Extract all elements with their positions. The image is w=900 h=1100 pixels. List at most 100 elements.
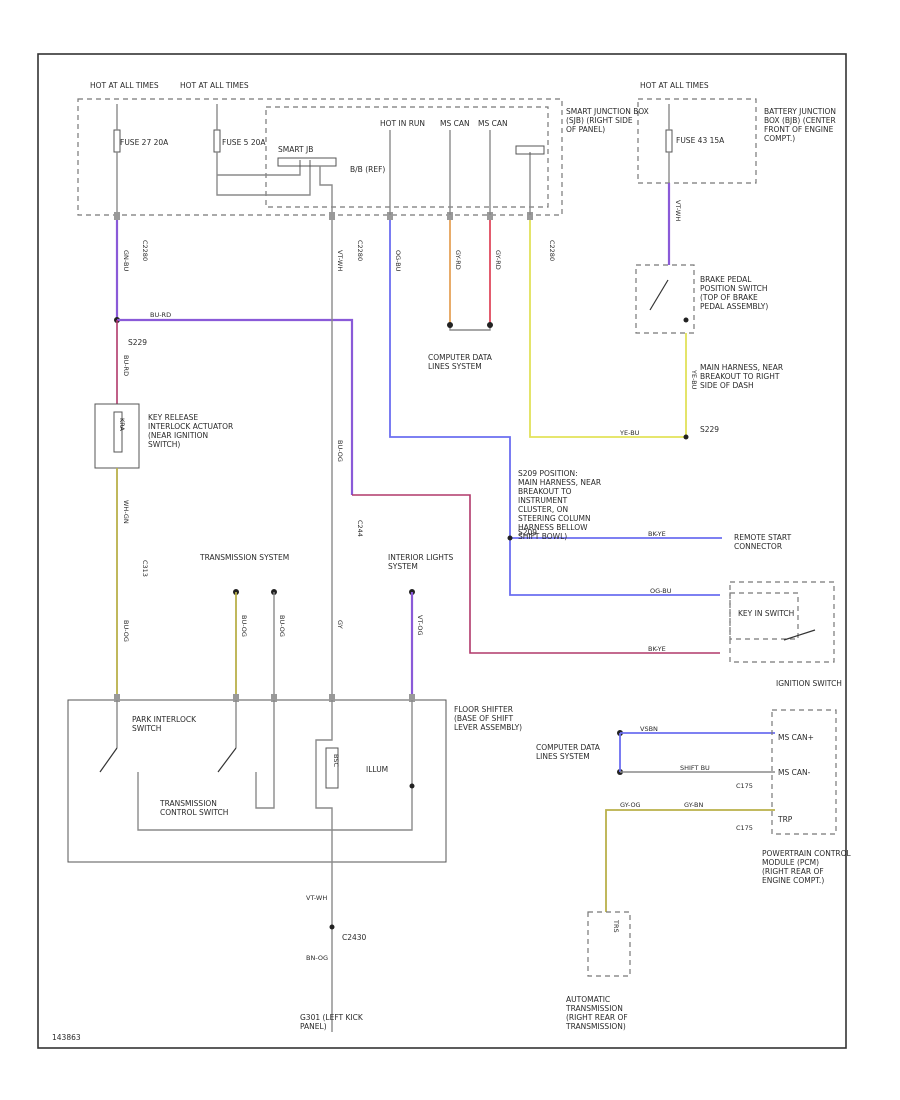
fuse-5-label: FUSE 5 20A xyxy=(222,138,266,147)
kra-code: KRA xyxy=(118,418,126,432)
fuse-43-symbol xyxy=(665,129,673,153)
wire-label-gy-rd-2: GY-RD xyxy=(494,250,502,270)
wire-label-bu-og-4: BU-OG xyxy=(278,615,286,637)
wire-label-gy-rd: GY-RD xyxy=(454,250,462,270)
trs-code: TRS xyxy=(612,919,620,933)
ignition-switch-label: IGNITION SWITCH xyxy=(776,679,842,688)
key-in-switch-enclosure xyxy=(729,592,799,640)
sjb-module-enclosure xyxy=(265,106,549,208)
wire-label-gn-bu: GN-BU xyxy=(122,250,130,271)
wire-label-og-bu-2: OG-BU xyxy=(650,587,672,595)
key-release-coil xyxy=(113,411,123,453)
ignition-switch-enclosure xyxy=(729,581,835,663)
conn-c244: C244 xyxy=(356,520,364,537)
bjb-enclosure xyxy=(637,98,757,184)
s209-tag: S209 xyxy=(518,528,537,537)
auto-trans-enclosure xyxy=(587,911,631,977)
bjb-hot-label: HOT AT ALL TIMES xyxy=(640,81,709,90)
wire-sjb-ref-out xyxy=(319,166,333,215)
wire-trs xyxy=(605,809,775,912)
wire-label-ye-bu: YE-BU xyxy=(690,369,698,390)
wire-label-ye-bu-2: YE-BU xyxy=(619,429,640,437)
wire-label-wh-gn: WH-GN xyxy=(122,500,130,524)
illum-dot xyxy=(409,783,415,789)
wire-og-bu xyxy=(389,220,720,596)
conn-c2280-2: C2280 xyxy=(356,240,364,261)
wire-bu-rd-key-in xyxy=(352,494,720,654)
splice-s209-dot xyxy=(507,535,513,541)
wire-label-gy-og: GY-OG xyxy=(620,801,641,809)
hot-in-run-label: HOT IN RUN xyxy=(380,119,425,128)
pcm-conn-c175: C175 xyxy=(736,782,753,790)
tcs-contact xyxy=(217,747,237,773)
fuse-43-label: FUSE 43 15A xyxy=(676,136,725,145)
can-dot-2 xyxy=(487,322,493,328)
conn-c2280-3: C2280 xyxy=(548,240,556,261)
wire-label-vt-wh-3: VT-WH xyxy=(306,894,327,902)
ms-can-label-1: MS CAN xyxy=(440,119,470,128)
fuse-27-label: FUSE 27 20A xyxy=(120,138,169,147)
wire-label-vt-wh: VT-WH xyxy=(674,200,682,221)
wire-label-vt-og: VT-OG xyxy=(416,615,424,636)
sjb-hot-label-1: HOT AT ALL TIMES xyxy=(90,81,159,90)
wire-ye-bu-horizontal xyxy=(529,220,686,438)
wire-bu-rd-horizontal xyxy=(117,318,354,495)
wire-label-og-bu: OG-BU xyxy=(394,250,402,272)
key-in-switch-label: KEY IN SWITCH xyxy=(738,609,794,618)
pcm-wire-shift: SHIFT BU xyxy=(680,764,710,772)
pcm-pin-2: MS CAN- xyxy=(778,768,811,777)
park-switch-contact xyxy=(99,747,118,773)
splice-c2430-dot xyxy=(329,924,335,930)
pcm-pin-1: MS CAN+ xyxy=(778,733,814,742)
sjb-right-block xyxy=(515,145,545,155)
brake-switch-terminal xyxy=(683,317,689,323)
wire-park-ground xyxy=(137,700,413,831)
sjb-module-block xyxy=(277,157,337,167)
floor-shifter-box xyxy=(67,699,447,863)
floor-shifter-tabs xyxy=(114,694,415,702)
sjb-connector-tabs xyxy=(114,212,533,220)
bsc-code: BSC xyxy=(332,754,340,767)
wire-label-bu-og-3: BU-OG xyxy=(240,615,248,637)
conn-c2280-1: C2280 xyxy=(141,240,149,261)
wire-label-vt-wh-2: VT-WH xyxy=(336,250,344,271)
wire-tcs-loop xyxy=(255,700,275,809)
wire-label-bk-ye-2: BK-YE xyxy=(648,645,666,653)
pcm-wire-vsbn: VSBN xyxy=(640,725,658,733)
wire-label-bn-og: BN-OG xyxy=(306,954,328,962)
fuse-5-symbol xyxy=(213,129,221,153)
sjb-hot-label-2: HOT AT ALL TIMES xyxy=(180,81,249,90)
wire-label-gy-bn: GY-BN xyxy=(684,801,703,809)
splice-c2430-label: C2430 xyxy=(342,933,367,942)
bsc-coil xyxy=(325,747,339,789)
ms-can-label-2: MS CAN xyxy=(478,119,508,128)
wire-fuse5-branch xyxy=(217,160,301,176)
splice-s229-label: S229 xyxy=(128,338,147,347)
wire-label-bu-og-2: BU-OG xyxy=(336,440,344,462)
conn-c313: C313 xyxy=(141,560,149,577)
wire-fuse5-loop xyxy=(216,152,311,196)
sjb-enclosure xyxy=(77,98,563,216)
pcm-pin-3: TRP xyxy=(777,815,793,824)
splice-s229b-dot xyxy=(683,434,689,440)
pcm-enclosure xyxy=(771,709,837,835)
sjb-ref-label: B/B (REF) xyxy=(350,165,385,174)
splice-s229b-label: S229 xyxy=(700,425,719,434)
wire-label-bk-ye-1: BK-YE xyxy=(648,530,666,538)
pcm-conn-c175b: C175 xyxy=(736,824,753,832)
